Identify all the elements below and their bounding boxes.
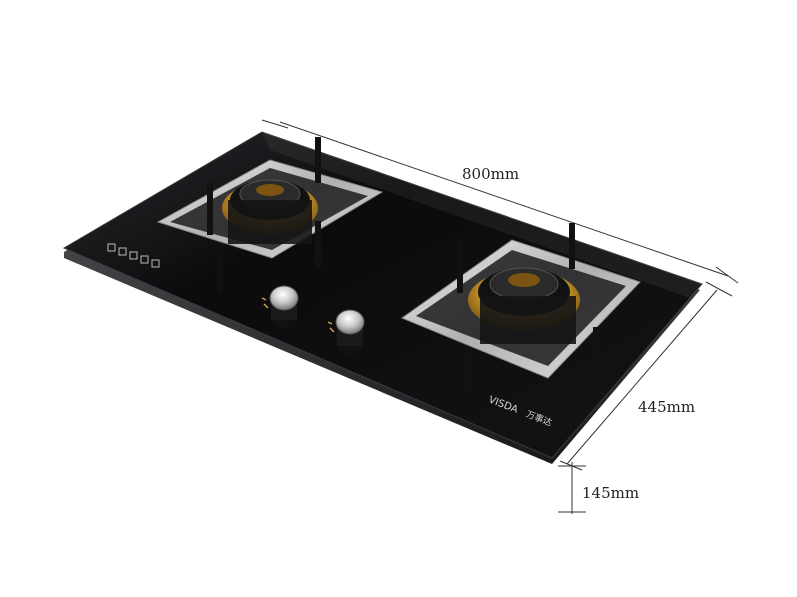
certification-icons — [107, 243, 160, 268]
width-dimension-label: 800mm — [462, 165, 520, 183]
right-knob — [327, 309, 365, 355]
height-dimension-label: 145mm — [582, 484, 640, 502]
glass-reflection — [262, 132, 702, 298]
left-burner — [156, 137, 384, 293]
depth-dimension-label: 445mm — [638, 398, 696, 416]
right-burner — [400, 223, 641, 393]
dimension-lines — [261, 119, 739, 514]
left-knob — [261, 285, 299, 329]
